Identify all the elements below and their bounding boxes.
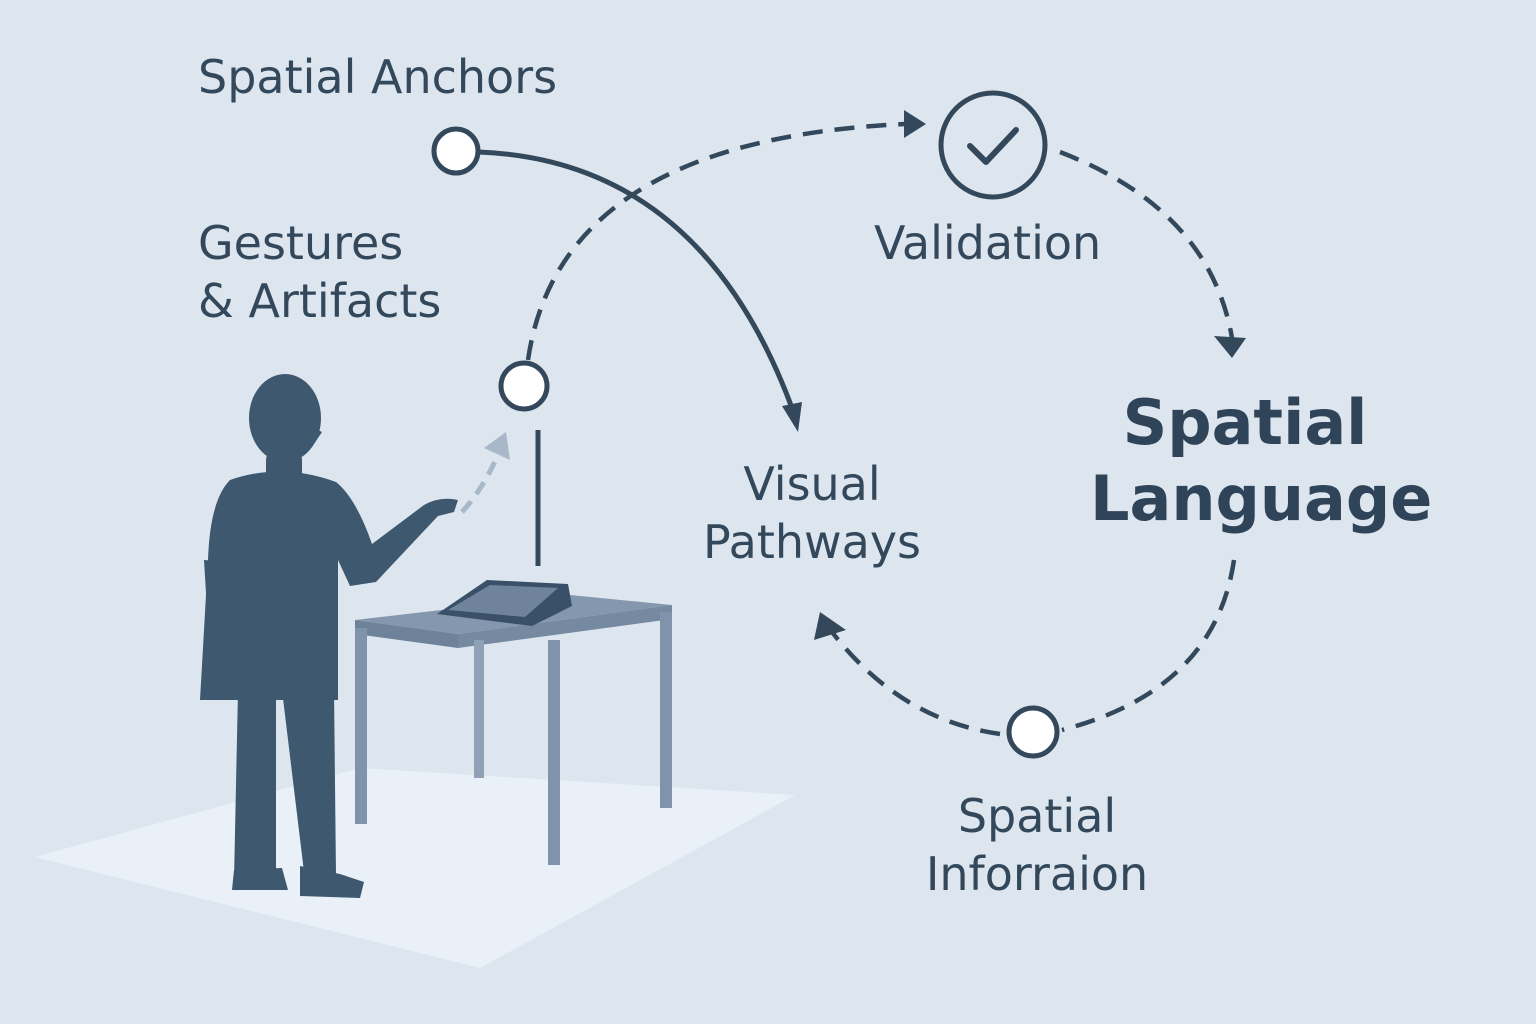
gestures-line1: Gestures <box>198 216 404 270</box>
person-silhouette <box>200 374 458 898</box>
gesture-arrow <box>460 449 503 514</box>
visual-pathways-label: Visual Pathways <box>694 455 930 571</box>
edge-language-to-information <box>1061 559 1237 733</box>
edge-information-to-pathways <box>830 630 1001 737</box>
edge-anchors-to-pathways <box>477 149 795 409</box>
spatial-language-line1: Spatial <box>1122 386 1368 459</box>
gesture-arrow-head <box>484 432 510 460</box>
check-circle-icon <box>938 90 1048 200</box>
edge-gestures-to-validation <box>525 121 906 361</box>
spatial-anchors-node <box>431 126 481 176</box>
gestures-artifacts-label: Gestures & Artifacts <box>198 214 441 330</box>
spatial-anchors-label: Spatial Anchors <box>198 50 557 105</box>
spatial-information-label: Spatial Inforraion <box>912 787 1162 903</box>
spatial-language-line2: Language <box>1090 462 1433 535</box>
visual-pathways-line1: Visual <box>743 457 881 511</box>
spatial-anchors-text: Spatial Anchors <box>198 50 558 104</box>
edge-validation-to-language-head <box>1214 336 1246 358</box>
edge-information-to-pathways-head <box>814 612 846 640</box>
gestures-line2: & Artifacts <box>198 274 442 328</box>
edge-anchors-to-pathways-head <box>782 402 802 432</box>
floor-plane <box>35 768 795 968</box>
edge-validation-to-language <box>1059 149 1235 339</box>
spatial-information-node <box>1006 705 1060 759</box>
spatial-information-line2: Inforraion <box>925 847 1149 901</box>
visual-pathways-line2: Pathways <box>702 515 922 569</box>
edge-gestures-to-validation-head <box>904 110 926 138</box>
validation-text: Validation <box>874 216 1102 270</box>
spatial-language-label: Spatial Language <box>1090 385 1433 537</box>
gestures-node <box>498 360 550 412</box>
tablet-icon <box>437 580 572 626</box>
validation-label: Validation <box>874 216 1101 271</box>
spatial-information-line1: Spatial <box>957 789 1117 843</box>
